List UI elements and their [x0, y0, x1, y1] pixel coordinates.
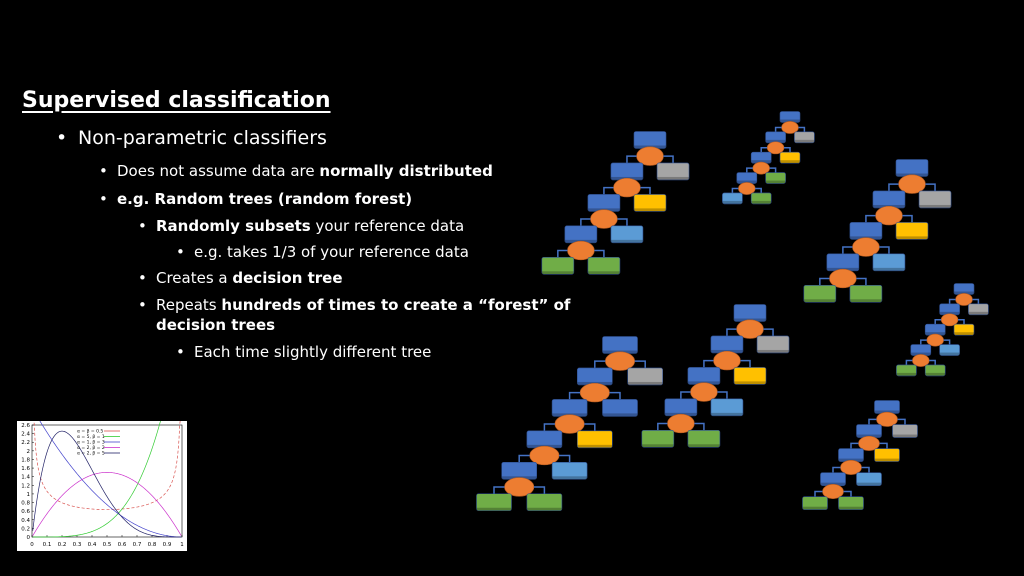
- legend-entry: α = 2, β = 5: [77, 451, 105, 457]
- bullet-non-parametric: •Non-parametric classifiers: [56, 127, 327, 149]
- y-tick-label: 1: [27, 492, 31, 498]
- x-tick-label: 0.8: [148, 542, 157, 548]
- y-tick-label: 2.2: [21, 440, 30, 446]
- y-tick-label: 2.4: [21, 432, 30, 438]
- tree-leaf-node: [551, 461, 588, 480]
- decision-tree: [803, 159, 952, 303]
- y-tick-label: 0.6: [21, 509, 30, 515]
- x-tick-label: 0.4: [88, 542, 97, 548]
- legend-entry: α = 5, β = 1: [77, 434, 105, 440]
- tree-leaf-node: [656, 162, 690, 181]
- tree-leaf-node: [968, 303, 989, 316]
- y-tick-label: 2.6: [21, 423, 30, 429]
- tree-leaf-node: [541, 256, 575, 275]
- beta-series-line: [32, 472, 182, 536]
- tree-leaf-node: [924, 364, 946, 377]
- decision-tree: [476, 336, 664, 512]
- tree-leaf-node: [838, 496, 864, 511]
- y-tick-label: 0.2: [21, 526, 30, 532]
- tree-leaf-node: [756, 335, 790, 354]
- tree-leaf-node: [633, 194, 667, 212]
- beta-series-line: [39, 421, 182, 538]
- tree-leaf-node: [896, 364, 917, 377]
- legend-entry: α = β = 0.5: [77, 429, 103, 435]
- bullet-repeats: •Repeats hundreds of times to create a “…: [138, 296, 571, 334]
- y-tick-label: 2: [27, 449, 31, 455]
- x-tick-label: 0.5: [103, 542, 112, 548]
- beta-distribution-chart: 0 0.1 0.2 0.3 0.4 0.5 0.6 0.7 0.8 0.9 1 0 0.2 0.4 0.6 0…: [17, 421, 187, 551]
- tree-leaf-node: [939, 344, 960, 356]
- legend-entry: α = 2, β = 2: [77, 445, 105, 451]
- y-tick-label: 0: [27, 535, 31, 541]
- x-tick-label: 0.1: [43, 542, 52, 548]
- y-tick-label: 0.4: [21, 518, 30, 524]
- tree-leaf-node: [856, 472, 882, 486]
- bullet-decision-tree: •Creates a decision tree: [138, 269, 343, 287]
- tree-leaf-node: [803, 284, 837, 303]
- tree-leaf-node: [918, 190, 952, 209]
- tree-leaf-node: [794, 131, 815, 144]
- tree-leaf-node: [587, 256, 621, 275]
- x-tick-label: 0: [30, 542, 34, 548]
- tree-leaf-node: [610, 225, 644, 244]
- beta-series-line: [32, 421, 161, 538]
- tree-leaf-node: [722, 192, 743, 205]
- decision-tree: [541, 131, 690, 275]
- tree-leaf-node: [687, 429, 721, 448]
- tree-leaf-node: [779, 151, 801, 164]
- y-tick-label: 1.2: [21, 483, 30, 489]
- tree-leaf-node: [895, 222, 929, 240]
- tree-leaf-node: [872, 253, 906, 272]
- tree-leaf-node: [627, 367, 664, 386]
- bullet-not-normal: •Does not assume data are normally distr…: [99, 162, 493, 180]
- tree-leaf-node: [802, 496, 828, 511]
- tree-leaf-node: [476, 493, 512, 512]
- beta-series-line: [32, 430, 182, 538]
- x-tick-label: 0.2: [58, 542, 67, 548]
- tree-leaf-node: [750, 192, 772, 205]
- bullet-one-third: •e.g. takes 1/3 of your reference data: [176, 243, 469, 261]
- y-tick-label: 1.8: [21, 457, 30, 463]
- y-tick-label: 1.6: [21, 466, 30, 472]
- x-tick-label: 1: [180, 542, 184, 548]
- y-tick-label: 1.4: [21, 475, 30, 481]
- legend-entry: α = 1, β = 3: [77, 440, 105, 446]
- x-tick-label: 0.3: [73, 542, 82, 548]
- bullet-randomly-subsets: •Randomly subsets your reference data: [138, 217, 465, 235]
- bullet-random-trees: •e.g. Random trees (random forest): [99, 190, 413, 208]
- tree-leaf-node: [710, 398, 744, 417]
- decision-tree: [802, 400, 918, 511]
- tree-leaf-node: [526, 493, 563, 512]
- x-tick-label: 0.9: [163, 542, 172, 548]
- tree-leaf-node: [953, 323, 975, 336]
- y-tick-label: 0.8: [21, 501, 30, 507]
- decision-tree: [722, 111, 815, 205]
- chart-legend: α = β = 0.5α = 5, β = 1α = 1, β = 3α = 2…: [77, 429, 120, 457]
- tree-leaf-node: [849, 284, 883, 303]
- tree-leaf-node: [765, 172, 786, 184]
- bullet-each-time: •Each time slightly different tree: [176, 343, 432, 361]
- x-tick-label: 0.7: [133, 542, 142, 548]
- decision-tree: [896, 283, 989, 377]
- tree-leaf-node: [602, 399, 638, 417]
- decision-tree: [641, 304, 790, 448]
- tree-leaf-node: [874, 448, 900, 462]
- slide-title: Supervised classification: [22, 88, 331, 113]
- x-tick-label: 0.6: [118, 542, 127, 548]
- tree-leaf-node: [892, 424, 918, 438]
- tree-leaf-node: [641, 429, 675, 448]
- tree-leaf-node: [576, 430, 613, 449]
- tree-leaf-node: [733, 367, 767, 385]
